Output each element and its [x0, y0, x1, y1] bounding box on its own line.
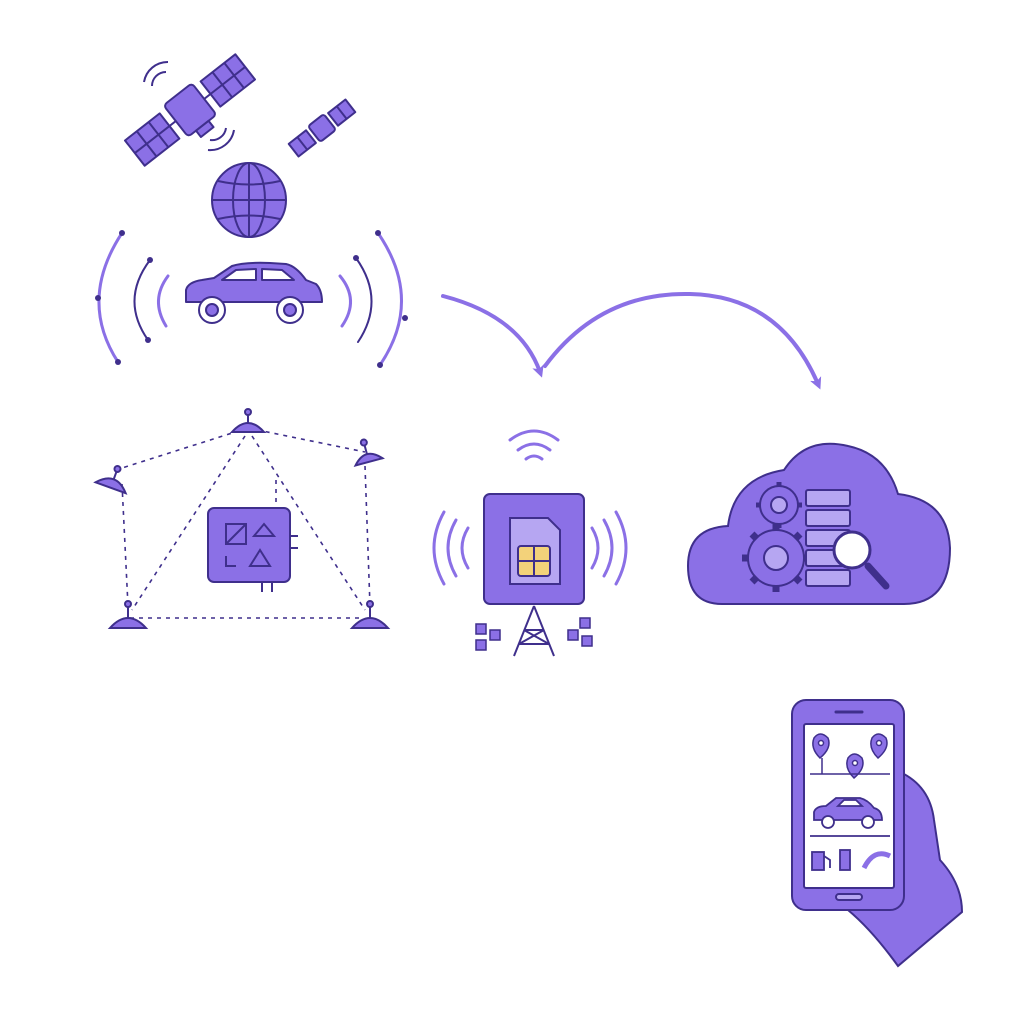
- signal-waves-left: [97, 231, 170, 364]
- triangulation-lines: [121, 427, 371, 619]
- wifi-signal-icon: [508, 429, 560, 461]
- network-blocks-icon: [475, 617, 593, 651]
- cell-tower-icon: [513, 605, 555, 657]
- data-flow-arrow: [441, 291, 822, 390]
- signal-dots-left: [95, 230, 153, 365]
- fuel-icon: [811, 849, 851, 871]
- sim-card-icon: [483, 493, 585, 605]
- map-pin-icon: [812, 733, 888, 780]
- globe-icon: [211, 162, 287, 238]
- gps-tracker-icon: [207, 507, 298, 592]
- car-icon: [185, 261, 323, 324]
- map-route: [810, 758, 890, 775]
- signal-waves-sim: [432, 510, 628, 586]
- signal-waves-right: [338, 231, 403, 367]
- server-rack-icon: [805, 489, 851, 587]
- signal-dots-right: [353, 230, 408, 368]
- car-small-icon: [810, 797, 890, 837]
- magnifier-icon: [832, 530, 890, 590]
- beacon-icon: [93, 408, 391, 629]
- speedometer-icon: [861, 851, 892, 870]
- satellite-icon: [123, 53, 357, 167]
